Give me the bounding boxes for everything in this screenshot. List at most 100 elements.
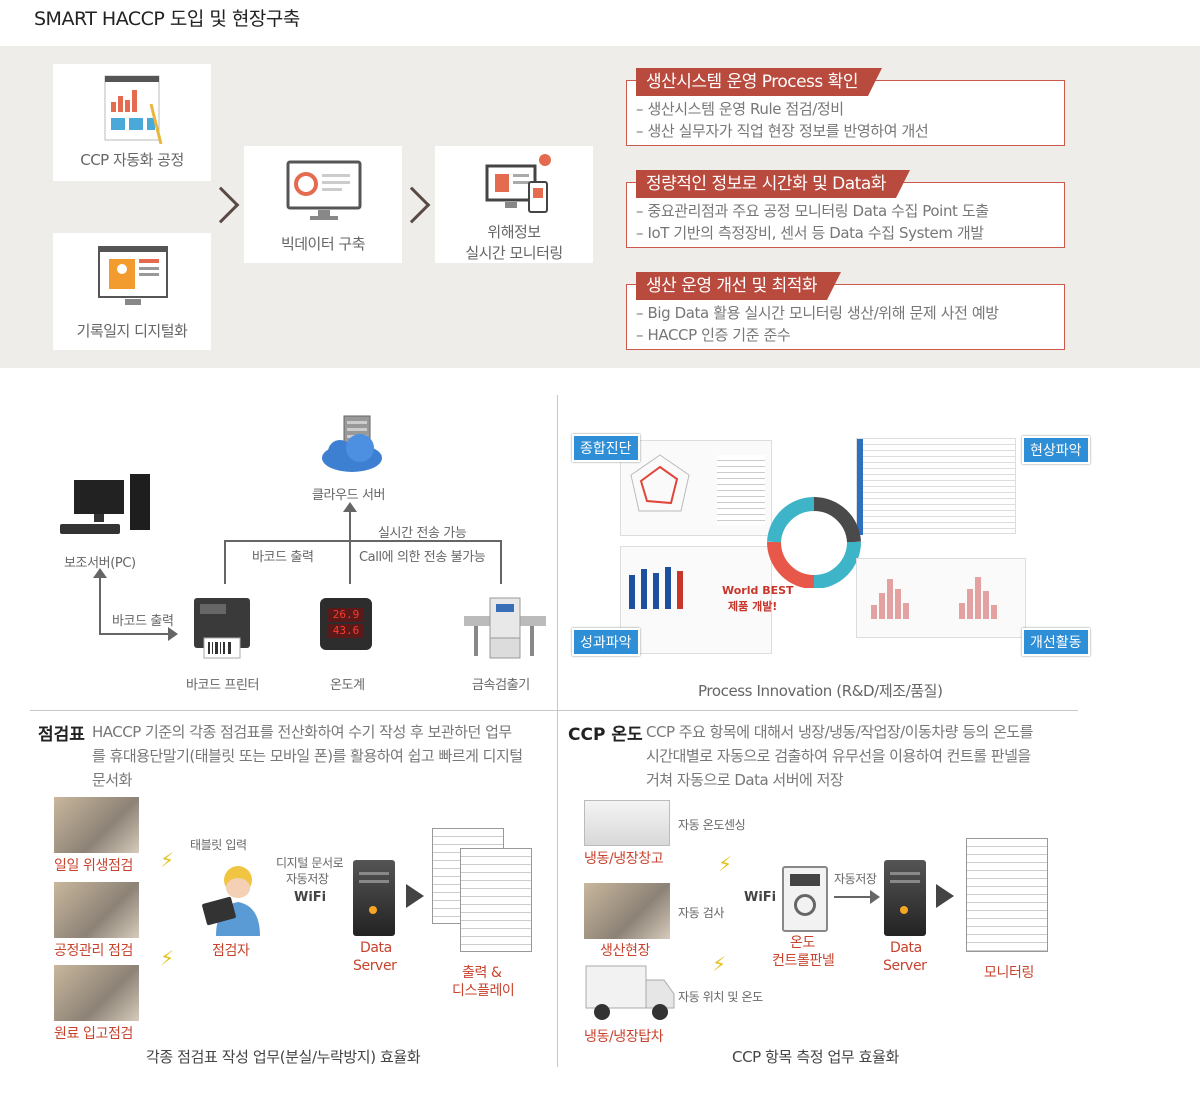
- wifi-label: WiFi: [294, 890, 327, 905]
- world-best-1: World BEST: [722, 584, 794, 597]
- output-label-1: 출력 &: [462, 965, 502, 981]
- thermo-label: 온도계: [330, 678, 365, 693]
- panel-label-1: 온도: [790, 935, 815, 951]
- tag-improve: 개선활동: [1022, 628, 1090, 656]
- thermometer-device: 26.9 43.6: [320, 598, 372, 650]
- photo2-label: 공정관리 점검: [54, 943, 133, 959]
- horizontal-divider: [30, 710, 1078, 711]
- photo-intake: [54, 965, 139, 1021]
- checklist-para-2: 를 휴대용단말기(태블릿 또는 모바일 폰)를 활용하여 쉽고 빠르게 디지털: [92, 747, 523, 765]
- barcode-printer-icon: [194, 598, 250, 659]
- digital-doc-label-2: 자동저장: [286, 872, 329, 886]
- lightning-icon: ⚡: [718, 852, 733, 876]
- process-tab-2: 정량적인 정보로 시간화 및 Data화: [636, 170, 910, 198]
- ccp-caption: CCP 항목 측정 업무 효율화: [732, 1048, 899, 1066]
- tag-status: 현상파악: [1022, 436, 1090, 464]
- connector-line: [349, 508, 351, 584]
- detector-label: 금속검출기: [472, 678, 530, 693]
- cloud-server-icon: [322, 415, 382, 472]
- digital-doc-label-1: 디지털 문서로: [276, 856, 344, 870]
- ccp-auto-label: CCP 자동화 공정: [80, 151, 184, 169]
- server-label-2: Server: [883, 958, 927, 974]
- arrow-right-icon: [936, 884, 954, 908]
- tag-diagnosis: 종합진단: [572, 434, 640, 462]
- process-tab-3: 생산 운영 개선 및 최적화: [636, 272, 842, 300]
- connector-line: [834, 896, 872, 898]
- monitor-analytics-icon: [286, 160, 362, 220]
- arrow-right-icon: [168, 627, 178, 641]
- lightning-icon: ⚡: [160, 848, 175, 872]
- record-digital-label: 기록일지 디지털화: [76, 322, 188, 340]
- call-label: Call에 의한 전송 불가능: [359, 550, 486, 565]
- server-label-1: Data: [360, 940, 392, 956]
- monitoring-label-1: 위해정보: [487, 223, 541, 241]
- ccp-heading: CCP 온도: [568, 725, 643, 745]
- cloud-label: 클라우드 서버: [312, 488, 386, 503]
- monitor-label: 모니터링: [984, 965, 1034, 981]
- connector-line: [224, 540, 226, 584]
- photo-hygiene: [54, 797, 139, 853]
- connector-line: [500, 540, 502, 584]
- ccp-para-3: 거쳐 자동으로 Data 서버에 저장: [646, 771, 844, 789]
- server-label-1: Data: [890, 940, 922, 956]
- process-tab-1: 생산시스템 운영 Process 확인: [636, 68, 882, 96]
- card-monitoring: 위해정보 실시간 모니터링: [435, 146, 593, 263]
- world-best-2: 제품 개발!: [728, 600, 778, 613]
- vertical-divider: [557, 395, 558, 1067]
- improve-panel: [856, 558, 1026, 638]
- realtime-devices-icon: [485, 154, 551, 213]
- printer-label: 바코드 프린터: [186, 678, 260, 693]
- cold-storage-image: [584, 800, 670, 846]
- lightning-icon: ⚡: [160, 946, 175, 970]
- output-label-2: 디스플레이: [452, 983, 515, 999]
- inspector-tablet-icon: [202, 866, 260, 936]
- checklist-para-1: HACCP 기준의 각종 점검표를 전산화하여 수기 작성 후 보관하던 업무: [92, 723, 512, 741]
- radar-chart-icon: [630, 454, 690, 512]
- storage-label: 냉동/냉장창고: [584, 851, 664, 867]
- ccp-para-1: CCP 주요 항목에 대해서 냉장/냉동/작업장/이동차량 등의 온도를: [646, 723, 1033, 741]
- result-panel: [620, 546, 772, 654]
- innovation-caption: Process Innovation (R&D/제조/품질): [698, 682, 943, 700]
- thermo-reading-top: 26.9: [328, 608, 364, 622]
- metal-detector-icon: [464, 597, 546, 659]
- pc-label: 보조서버(PC): [64, 556, 136, 571]
- page-title: SMART HACCP 도입 및 현장구축: [34, 8, 300, 30]
- checklist-para-3: 문서화: [92, 771, 132, 789]
- arrow-up-icon: [343, 502, 357, 512]
- panel-label-2: 컨트롤판넬: [772, 953, 835, 969]
- card-ccp-auto: CCP 자동화 공정: [53, 64, 211, 181]
- arrow-up-icon: [93, 568, 107, 578]
- checklist-caption: 각종 점검표 작성 업무(분실/누락방지) 효율화: [146, 1048, 421, 1066]
- card-record-digital: 기록일지 디지털화: [53, 233, 211, 350]
- control-panel-icon: [782, 866, 828, 932]
- inspector-label: 점검자: [212, 943, 250, 959]
- barcode-out-label: 바코드 출력: [112, 614, 174, 629]
- auto-pos-label: 자동 위치 및 온도: [678, 990, 763, 1004]
- process-item: – Big Data 활용 실시간 모니터링 생산/위해 문제 사전 예방: [636, 304, 999, 322]
- auto-check-label: 자동 검사: [678, 906, 724, 920]
- process-item: – HACCP 인증 기준 준수: [636, 326, 791, 344]
- site-label: 생산현장: [600, 943, 650, 959]
- process-item: – 중요관리점과 주요 공정 모니터링 Data 수집 Point 도출: [636, 202, 989, 220]
- data-server-icon: [884, 860, 926, 936]
- bigdata-label: 빅데이터 구축: [280, 235, 366, 253]
- production-site-image: [584, 883, 670, 939]
- barcode-out-label: 바코드 출력: [252, 550, 314, 565]
- connector-line: [99, 574, 101, 634]
- photo1-label: 일일 위생점검: [54, 858, 133, 874]
- monitoring-label-2: 실시간 모니터링: [465, 244, 563, 262]
- desktop-pc-icon: [60, 474, 150, 534]
- refrigerated-truck-icon: [585, 965, 675, 1020]
- arrow-right-icon: [406, 884, 424, 908]
- card-bigdata: 빅데이터 구축: [244, 146, 402, 263]
- photo3-label: 원료 입고점검: [54, 1026, 133, 1042]
- cycle-arrows-icon: [767, 496, 861, 588]
- checklist-heading: 점검표: [38, 725, 85, 745]
- digital-log-icon: [98, 246, 168, 305]
- connector-line: [99, 633, 169, 635]
- diagnosis-panel: [620, 440, 772, 536]
- thermo-reading-bottom: 43.6: [328, 624, 364, 638]
- wifi-label: WiFi: [744, 890, 777, 905]
- ccp-para-2: 시간대별로 자동으로 검출하여 유무선을 이용하여 컨트롤 판넬을: [646, 747, 1031, 765]
- tablet-label: 태블릿 입력: [190, 838, 247, 852]
